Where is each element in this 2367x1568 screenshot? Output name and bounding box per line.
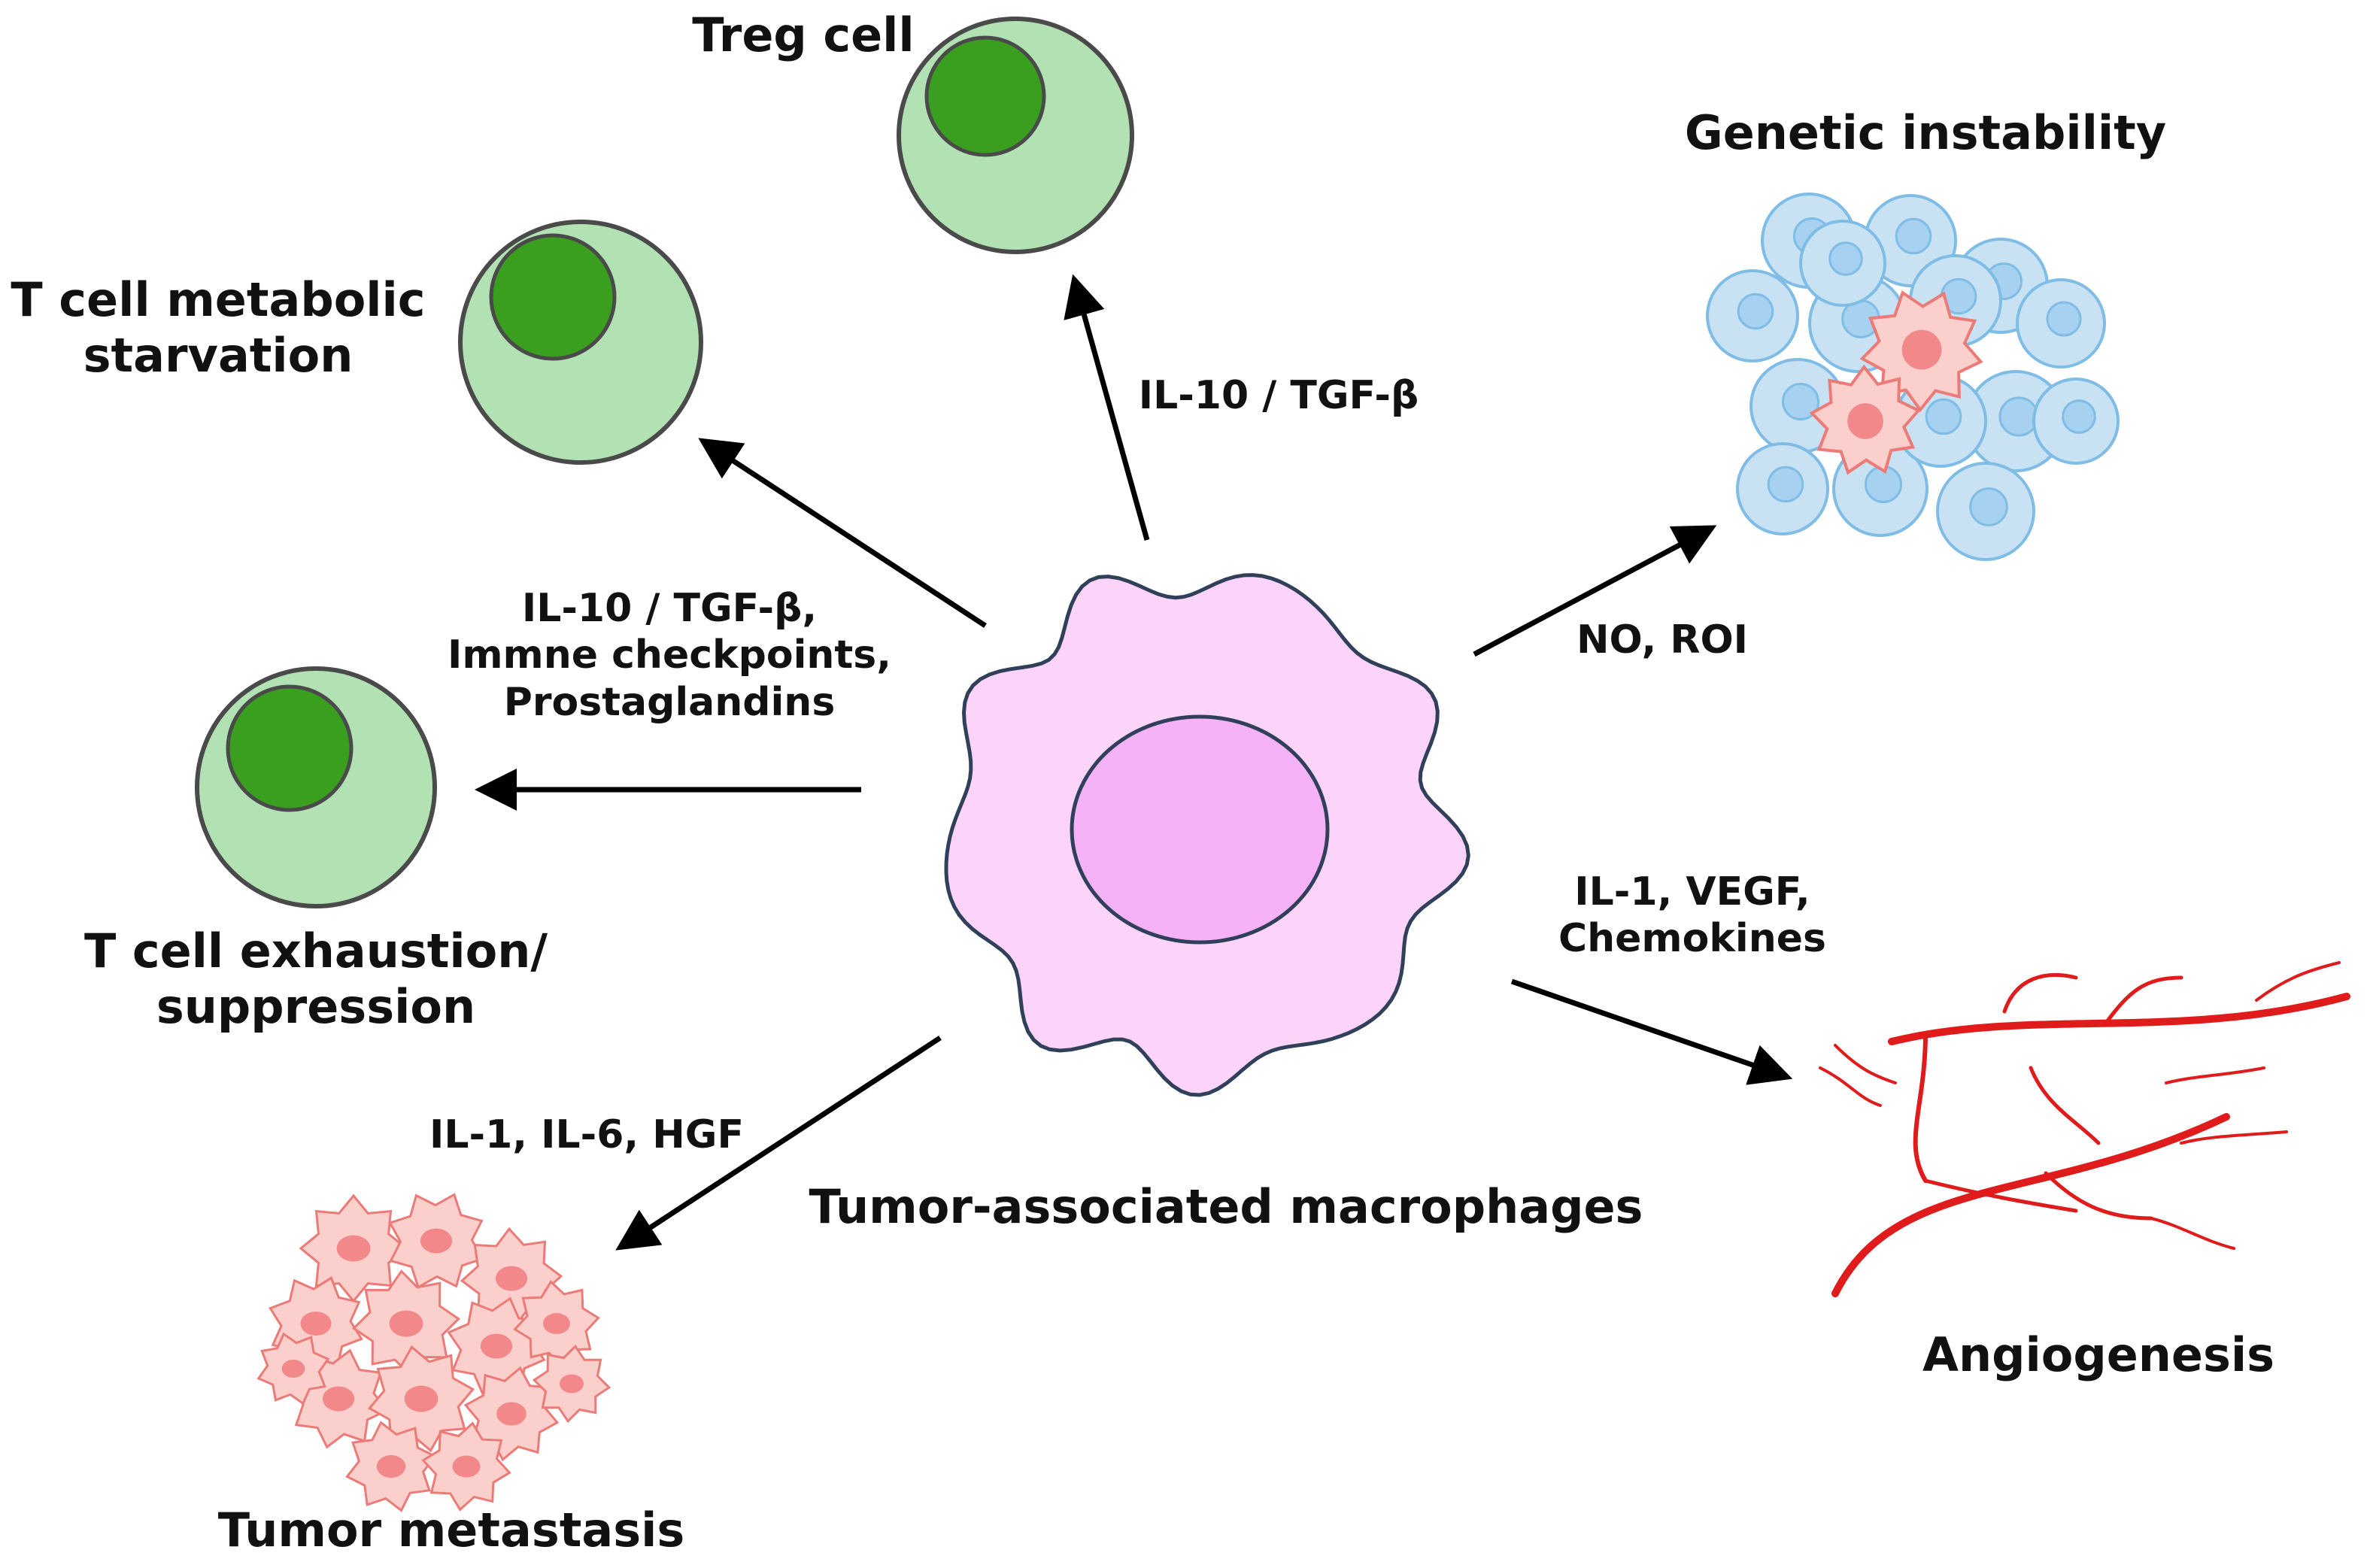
metabolic-label: T cell metabolic starvation bbox=[0, 272, 436, 384]
edge-label-angiogenesis-line2: Chemokines bbox=[1558, 916, 1826, 962]
tumor-cell bbox=[2032, 378, 2120, 465]
blood-vessel-branch bbox=[2180, 1130, 2288, 1145]
blood-vessel-branch bbox=[2029, 1066, 2101, 1145]
edge-label-exhaustion-line1: IL-10 / TGF-β, bbox=[521, 586, 818, 631]
metastasis-label: Tumor metastasis bbox=[217, 1503, 685, 1557]
metastatic-cell bbox=[388, 1193, 484, 1289]
arrow-to-genetic bbox=[1473, 525, 1717, 657]
blood-vessels-icon bbox=[1819, 961, 2350, 1297]
cancer-cell bbox=[1809, 364, 1921, 475]
tumor-cell bbox=[1749, 358, 1846, 454]
metabolic-tcell-icon bbox=[458, 220, 703, 465]
blood-vessel-branch bbox=[1923, 1178, 2078, 1213]
blood-vessel-branch bbox=[2002, 972, 2078, 1014]
exhaustion-label-line1: T cell exhaustion/ bbox=[83, 924, 548, 978]
tcell-nucleus bbox=[489, 233, 617, 361]
metabolic-label-line1: T cell metabolic bbox=[11, 272, 426, 327]
tcell-nucleus bbox=[924, 35, 1046, 157]
blood-vessel-branch bbox=[1834, 1044, 1897, 1084]
metastatic-cell bbox=[299, 1193, 408, 1303]
blood-vessel-branch bbox=[1819, 1066, 1882, 1107]
tumor-cell bbox=[1799, 220, 1886, 307]
arrow-to-treg bbox=[1064, 274, 1150, 541]
genetic-instability-tumor-icon bbox=[1706, 193, 2120, 561]
edge-label-to-treg: IL-10 / TGF-β bbox=[1138, 373, 1419, 418]
arrows bbox=[475, 274, 1793, 1251]
arrow-to-angiogenesis bbox=[1510, 978, 1793, 1085]
tumor-cell bbox=[1936, 462, 2035, 561]
genetic-label: Genetic instability bbox=[1684, 105, 2167, 160]
blood-vessel-branch bbox=[1888, 993, 2350, 1045]
treg-label: Treg cell bbox=[692, 8, 915, 62]
blood-vessel-branch bbox=[2104, 975, 2183, 1025]
edge-label-exhaustion-line3: Prostaglandins bbox=[503, 679, 836, 725]
tumor-cell bbox=[1706, 269, 1799, 362]
blood-vessel-branch bbox=[1831, 1113, 2230, 1297]
metastatic-cell bbox=[463, 1366, 560, 1462]
metastatic-cell bbox=[351, 1269, 461, 1378]
edge-label-to-angiogenesis: IL-1, VEGF, Chemokines bbox=[1527, 869, 1858, 963]
edge-label-exhaustion-line2: Immne checkpoints, bbox=[448, 632, 891, 678]
exhaustion-tcell-icon bbox=[195, 666, 437, 908]
blood-vessel-branch bbox=[2150, 1217, 2235, 1250]
edge-label-to-metastasis: IL-1, IL-6, HGF bbox=[429, 1112, 744, 1157]
exhaustion-label-line2: suppression bbox=[156, 979, 476, 1035]
edge-label-to-exhaustion: IL-10 / TGF-β, Immne checkpoints, Prosta… bbox=[421, 585, 918, 726]
metastatic-cell bbox=[345, 1421, 437, 1512]
tumor-cell bbox=[2016, 278, 2106, 368]
blood-vessel-branch bbox=[2255, 961, 2341, 1002]
blood-vessel-branch bbox=[1913, 1032, 1928, 1183]
arrow-to-metastasis bbox=[615, 1036, 942, 1251]
angiogenesis-label: Angiogenesis bbox=[1922, 1327, 2275, 1382]
blood-vessel-branch bbox=[2044, 1171, 2153, 1221]
exhaustion-label: T cell exhaustion/ suppression bbox=[68, 924, 564, 1036]
diagram-title: Tumor-associated macrophages bbox=[809, 1179, 1643, 1234]
tumor-cell bbox=[1736, 442, 1829, 535]
metabolic-label-line2: starvation bbox=[83, 328, 354, 384]
metastatic-cell bbox=[421, 1421, 511, 1512]
macrophage-cell bbox=[944, 573, 1470, 1097]
arrow-to-metabolic bbox=[698, 438, 987, 628]
metastatic-cell bbox=[367, 1345, 475, 1453]
edge-label-angiogenesis-line1: IL-1, VEGF, bbox=[1574, 869, 1810, 914]
metastatic-cell bbox=[256, 1332, 330, 1406]
macrophage-nucleus bbox=[1070, 714, 1330, 945]
metastasis-tumor-icon bbox=[256, 1193, 611, 1512]
metastatic-cell bbox=[532, 1344, 611, 1424]
treg-cell-icon bbox=[897, 17, 1134, 254]
tcell-nucleus bbox=[226, 684, 354, 812]
blood-vessel-branch bbox=[2165, 1066, 2265, 1084]
edge-label-to-genetic: NO, ROI bbox=[1576, 617, 1749, 663]
